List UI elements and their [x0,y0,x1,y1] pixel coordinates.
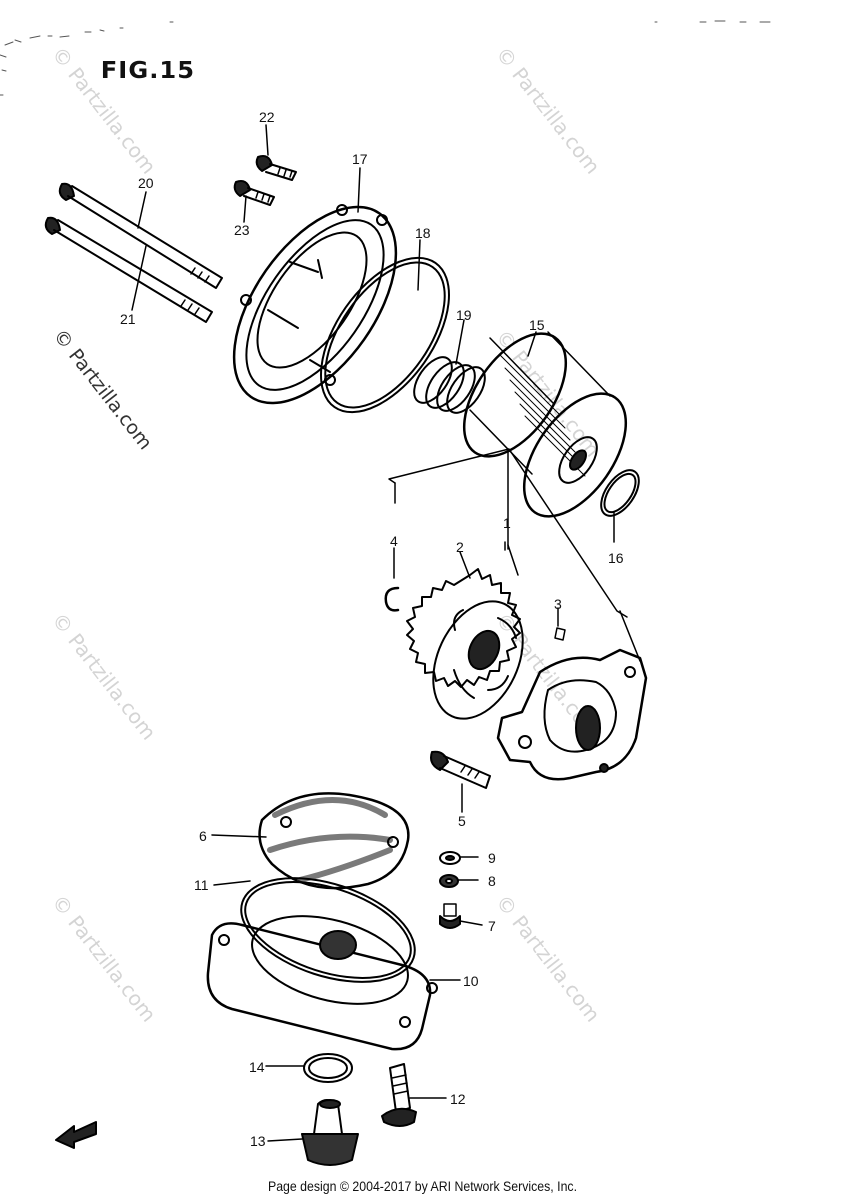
bolt-12 [381,1063,417,1127]
callout-11: 11 [194,877,209,893]
spring-19 [413,356,486,414]
callout-20: 20 [138,175,154,191]
circlip-4 [384,586,400,612]
callout-15: 15 [529,317,545,333]
oil-pump-body [496,648,648,781]
callout-13: 13 [250,1133,266,1149]
filter-cover-17 [232,204,398,405]
washer-9 [439,851,461,865]
callout-1: 1 [503,515,511,531]
figure-title: FIG.15 [100,58,196,84]
callout-7: 7 [488,918,496,934]
oil-filter-15 [462,331,628,518]
front-arrow-icon [55,1121,97,1149]
leader-lines [131,124,615,1142]
callout-22: 22 [259,109,275,125]
bolt-5 [430,750,491,789]
callout-19: 19 [456,307,472,323]
pin-3 [554,627,566,641]
oil-pump-gear-2 [406,568,524,720]
bolt-21 [44,216,213,323]
o-ring-16 [600,469,640,517]
o-ring-11 [240,877,416,983]
callout-2: 2 [456,539,464,555]
o-ring-14 [303,1053,353,1083]
bolt-23 [233,180,275,206]
callout-18: 18 [415,225,431,241]
callout-17: 17 [352,151,368,167]
callout-14: 14 [249,1059,265,1075]
bolt-20 [58,182,223,289]
callout-6: 6 [199,828,207,844]
callout-12: 12 [450,1091,466,1107]
callout-23: 23 [234,222,250,238]
cover-10 [206,915,438,1051]
scan-noise [0,20,771,96]
bolt-22 [255,155,297,181]
callout-3: 3 [554,596,562,612]
copyright-footer: Page design © 2004-2017 by ARI Network S… [267,1178,578,1194]
relief-valve-13 [301,1099,359,1166]
callout-9: 9 [488,850,496,866]
assembly-bracket-1 [388,448,641,662]
callout-4: 4 [390,533,398,549]
bolt-7 [439,903,461,929]
gasket-6 [258,792,410,890]
callout-16: 16 [608,550,624,566]
callout-10: 10 [463,973,479,989]
callout-8: 8 [488,873,496,889]
callout-5: 5 [458,813,466,829]
callout-21: 21 [120,311,136,327]
washer-8 [439,874,459,888]
o-ring-18 [320,256,450,414]
